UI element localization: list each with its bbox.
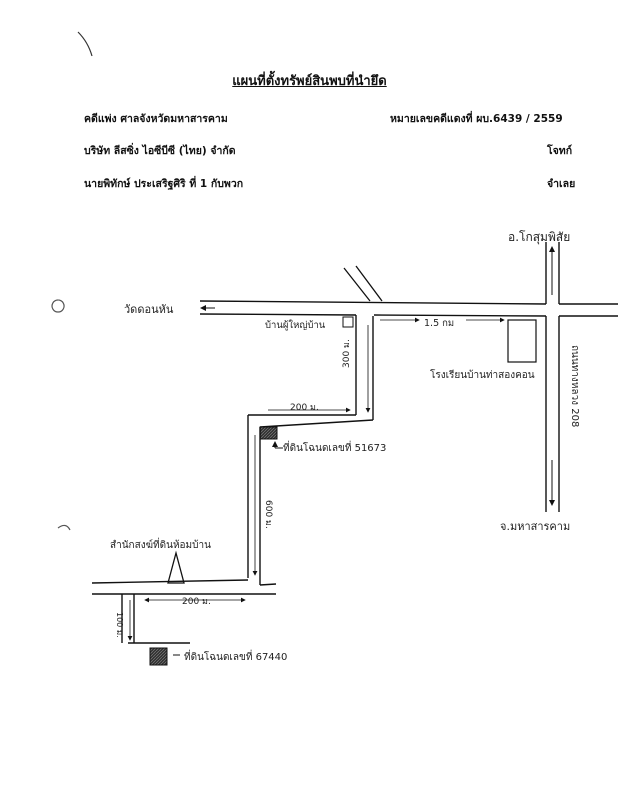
case-number: หมายเลขคดีแดงที่ ผบ.6439 / 2559 (390, 113, 563, 125)
plaintiff-name: บริษัท ลีสซิ่ง ไอซีบีซี (ไทย) จำกัด (84, 145, 236, 157)
label-land-2: ที่ดินโฉนดเลขที่ 67440 (184, 649, 287, 663)
document-title: แผนที่ตั้งทรัพย์สินพบที่นำยึด (232, 74, 387, 89)
diagonal-road (343, 265, 383, 302)
land-plot-67440 (149, 647, 168, 666)
school-building (507, 319, 537, 363)
label-office: สำนักสงฆ์ที่ดินห้อมบ้าน (110, 537, 211, 551)
road-200m-upper (248, 414, 374, 428)
punch-hole-mark (57, 524, 71, 531)
punch-hole-mark (51, 299, 65, 313)
road-100m (121, 594, 190, 644)
house-marker (342, 316, 354, 328)
label-600m: 600 ม. (263, 500, 273, 529)
label-school: โรงเรียนบ้านท่าสองคอน (430, 368, 535, 381)
road-300m (355, 315, 374, 420)
label-to-kosum: อ.โกสุมพิสัย (508, 230, 570, 245)
label-100m: 100 ม. (115, 612, 124, 638)
label-200m-bottom: 200 ม. (182, 597, 211, 607)
road-600m (247, 415, 261, 585)
label-land-1: ที่ดินโฉนดเลขที่ 51673 (283, 440, 386, 454)
defendant-role: จำเลย (547, 178, 576, 190)
label-to-mahasarakham: จ.มหาสารคาม (500, 520, 570, 533)
defendant-name: นายพิทักษ์ ประเสริฐศิริ ที่ 1 กับพวก (84, 178, 244, 190)
case-court: คดีแพ่ง ศาลจังหวัดมหาสารคาม (84, 113, 228, 125)
scan-mark (77, 31, 93, 57)
label-1-5km: 1.5 กม (424, 318, 454, 329)
label-200m-top: 200 ม. (290, 403, 319, 413)
label-house: บ้านผู้ใหญ่บ้าน (265, 319, 326, 331)
highway-208 (545, 242, 560, 512)
label-300m: 300 ม. (342, 339, 352, 368)
label-wat: วัดดอนหัน (124, 303, 174, 316)
plaintiff-role: โจทก์ (547, 145, 573, 157)
upper-road (199, 300, 618, 317)
land-plot-51673 (259, 426, 278, 440)
office-marker (167, 550, 185, 584)
label-highway: ถนนทางหลวง 208 (569, 345, 580, 427)
